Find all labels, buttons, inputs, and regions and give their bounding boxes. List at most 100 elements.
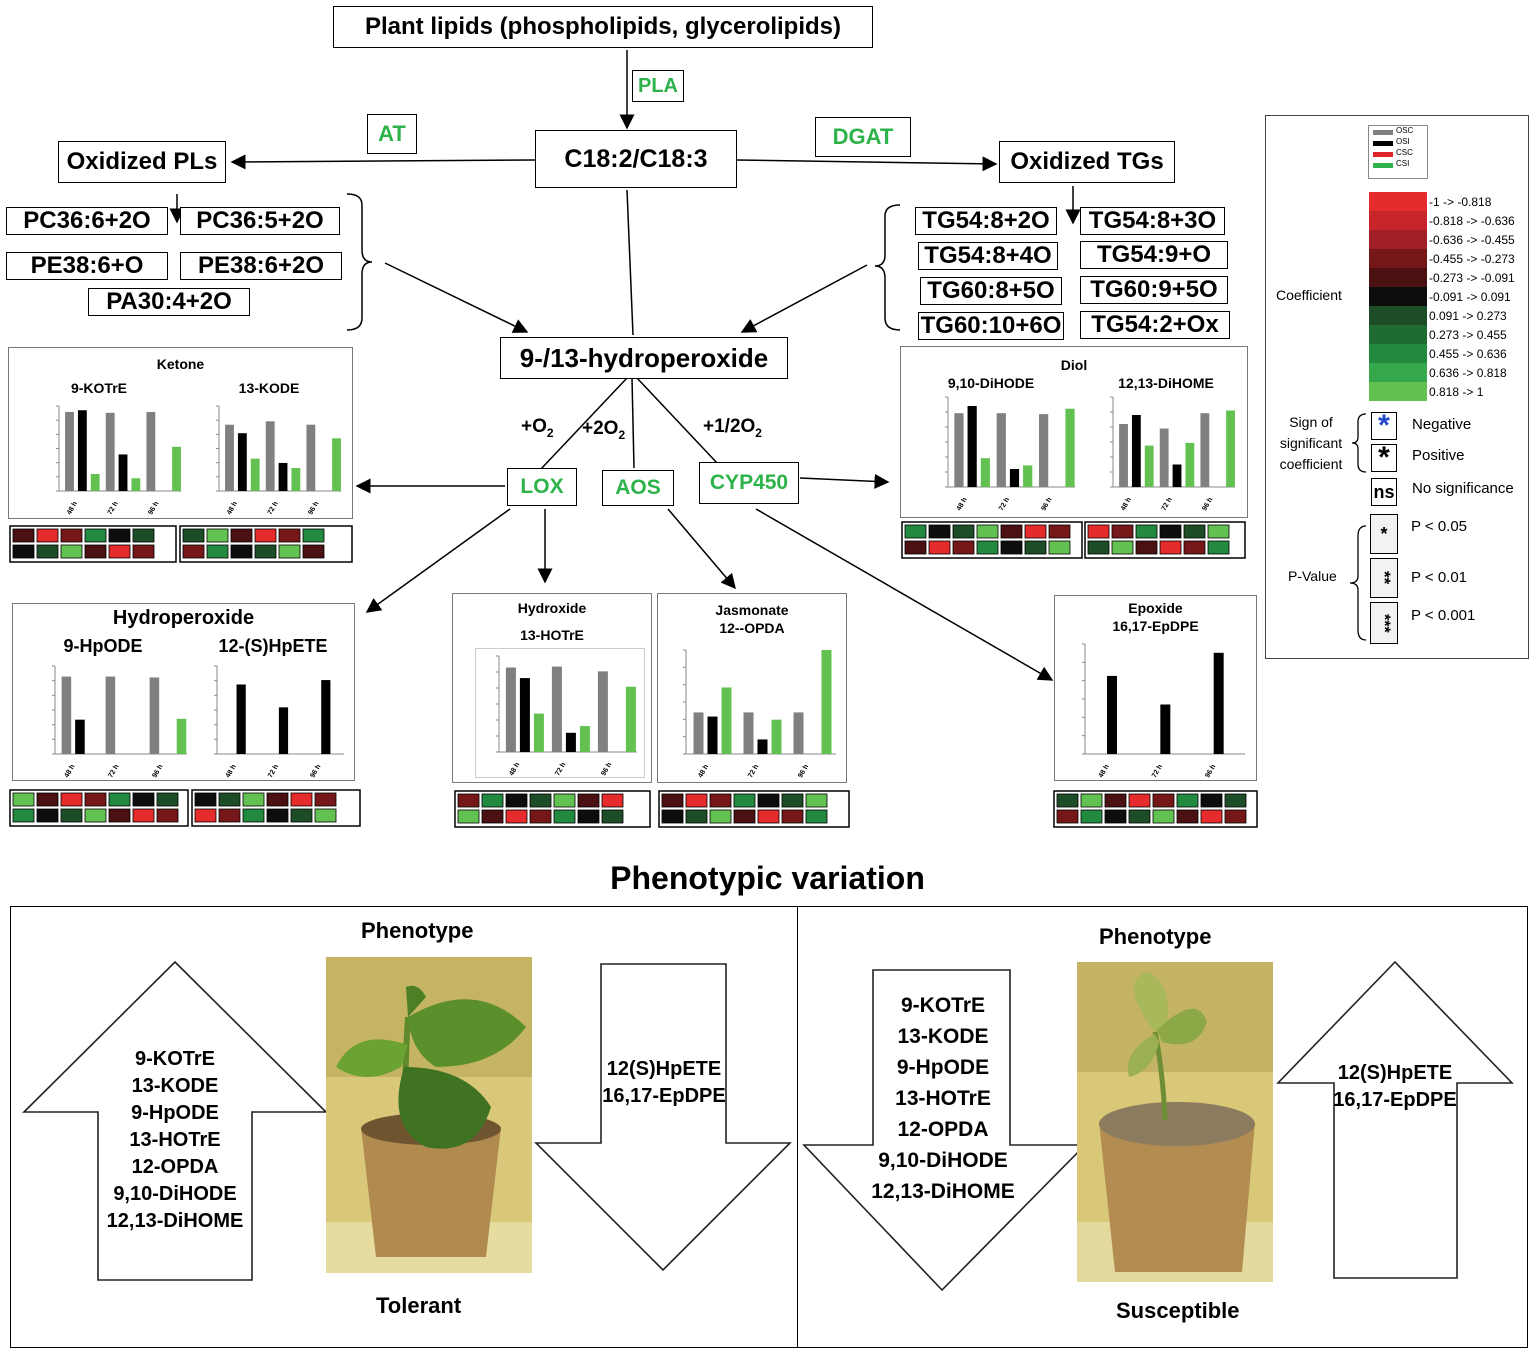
- significance-tile: [132, 792, 155, 807]
- significance-tile: [505, 809, 528, 824]
- phenotype-divider: [797, 906, 798, 1348]
- significance-tile: [254, 544, 277, 559]
- chart-bar: [980, 458, 990, 487]
- metabolite-item: 12,13-DiHOME: [106, 1210, 244, 1232]
- chart-label: 12--OPDA: [719, 620, 785, 636]
- significance-tile: [1024, 540, 1047, 555]
- chart-bar: [505, 667, 516, 752]
- significance-tile: [577, 809, 600, 824]
- significance-tile: [36, 544, 59, 559]
- metabolite-item: 12,13-DiHOME: [871, 1180, 1015, 1203]
- significance-tile: [928, 540, 951, 555]
- metabolite-item: 12-OPDA: [897, 1118, 989, 1141]
- significance-tile: [1224, 809, 1247, 824]
- chart-bar: [1200, 413, 1210, 487]
- significance-tile: [132, 808, 155, 823]
- significance-tile: [1135, 524, 1158, 539]
- tg-species: TG54:8+3O: [1080, 207, 1225, 235]
- colorbar-swatch: [1369, 287, 1427, 306]
- tg-species: TG60:10+6O: [918, 312, 1064, 340]
- significance-tile: [976, 540, 999, 555]
- significance-tile: [1135, 540, 1158, 555]
- tolerant-up-list: 9-KOTrE 13-KODE 9-HpODE 13-HOTrE 12-OPDA…: [98, 1046, 252, 1235]
- significance-tile: [1111, 540, 1134, 555]
- pl-species: PE38:6+2O: [180, 252, 342, 280]
- metabolite-item: 12-OPDA: [131, 1156, 219, 1178]
- chart-bar: [1119, 424, 1128, 487]
- chart-bar: [771, 719, 782, 754]
- significance-tile: [1104, 809, 1127, 824]
- sign-text: Positive: [1412, 447, 1465, 464]
- chart-bar: [149, 677, 160, 754]
- chart-bar: [118, 454, 128, 491]
- significance-tile: [242, 808, 265, 823]
- colorbar-label: 0.273 -> 0.455: [1429, 328, 1507, 342]
- significance-tile: [1207, 524, 1230, 539]
- negative-sign-icon: *: [1371, 409, 1397, 442]
- colorbar-swatch: [1369, 230, 1427, 249]
- tg-species: TG54:8+4O: [918, 242, 1058, 270]
- susceptible-up-list: 12(S)HpETE 16,17-EpDPE: [1326, 1060, 1464, 1114]
- significance-tile: [108, 528, 131, 543]
- colorbar-swatch: [1369, 363, 1427, 382]
- jasmonate-title: Jasmonate: [715, 602, 789, 618]
- chart-bar: [967, 406, 977, 487]
- colorbar-label: 0.818 -> 1: [1429, 385, 1484, 399]
- significance-tile: [12, 528, 35, 543]
- significance-tile: [36, 528, 59, 543]
- hydroxide-title: Hydroxide: [517, 600, 587, 616]
- significance-tile: [194, 808, 217, 823]
- chart-bar: [1172, 464, 1182, 487]
- susceptible-down-list: 9-KOTrE 13-KODE 9-HpODE 13-HOTrE 12-OPDA…: [855, 990, 1031, 1207]
- chart-bar: [597, 671, 608, 752]
- epoxide-title: Epoxide: [1128, 600, 1183, 616]
- chart-bar: [77, 410, 87, 491]
- significance-tile: [60, 544, 83, 559]
- colorbar-swatch: [1369, 325, 1427, 344]
- significance-tile: [1176, 809, 1199, 824]
- significance-tile: [108, 544, 131, 559]
- significance-tile: [156, 808, 179, 823]
- significance-tile: [781, 809, 804, 824]
- colorbar-swatch: [1369, 268, 1427, 287]
- chart-bar: [1159, 428, 1169, 487]
- series-label: OSI: [1396, 137, 1410, 146]
- pvalue-one-star: *: [1370, 514, 1398, 554]
- significance-tile: [904, 540, 927, 555]
- pvalue-text: P < 0.01: [1411, 569, 1468, 586]
- ns-sign-icon: ns: [1371, 478, 1397, 506]
- diol-title: Diol: [1060, 357, 1088, 373]
- coefficient-range-labels: -1 -> -0.818-0.818 -> -0.636-0.636 -> -0…: [1429, 192, 1529, 402]
- significance-tile: [84, 544, 107, 559]
- significance-tile: [156, 792, 179, 807]
- significance-tile: [84, 528, 107, 543]
- significance-tile: [266, 792, 289, 807]
- reaction-2o2: +2O2: [582, 418, 626, 442]
- significance-tile: [84, 792, 107, 807]
- chart-bar: [579, 726, 590, 752]
- chart-bar: [757, 739, 768, 754]
- chart-bar: [1023, 465, 1033, 487]
- chart-bar: [996, 413, 1006, 487]
- significance-tile: [1183, 524, 1206, 539]
- phenotypic-title: Phenotypic variation: [610, 860, 925, 896]
- colorbar-label: 0.091 -> 0.273: [1429, 309, 1507, 323]
- significance-tile: [1048, 540, 1071, 555]
- colorbar-label: -0.091 -> 0.091: [1429, 290, 1511, 304]
- significance-tile: [12, 792, 35, 807]
- chart-bar: [225, 424, 234, 491]
- significance-tile: [1024, 524, 1047, 539]
- significance-tile: [685, 793, 708, 808]
- pvalue-three-star: ***: [1370, 602, 1398, 644]
- chart-bar: [693, 712, 704, 754]
- chart-bar: [743, 712, 754, 754]
- chart-bar: [265, 421, 275, 491]
- chart-bar: [291, 468, 301, 491]
- tg-species: TG54:9+O: [1080, 241, 1228, 269]
